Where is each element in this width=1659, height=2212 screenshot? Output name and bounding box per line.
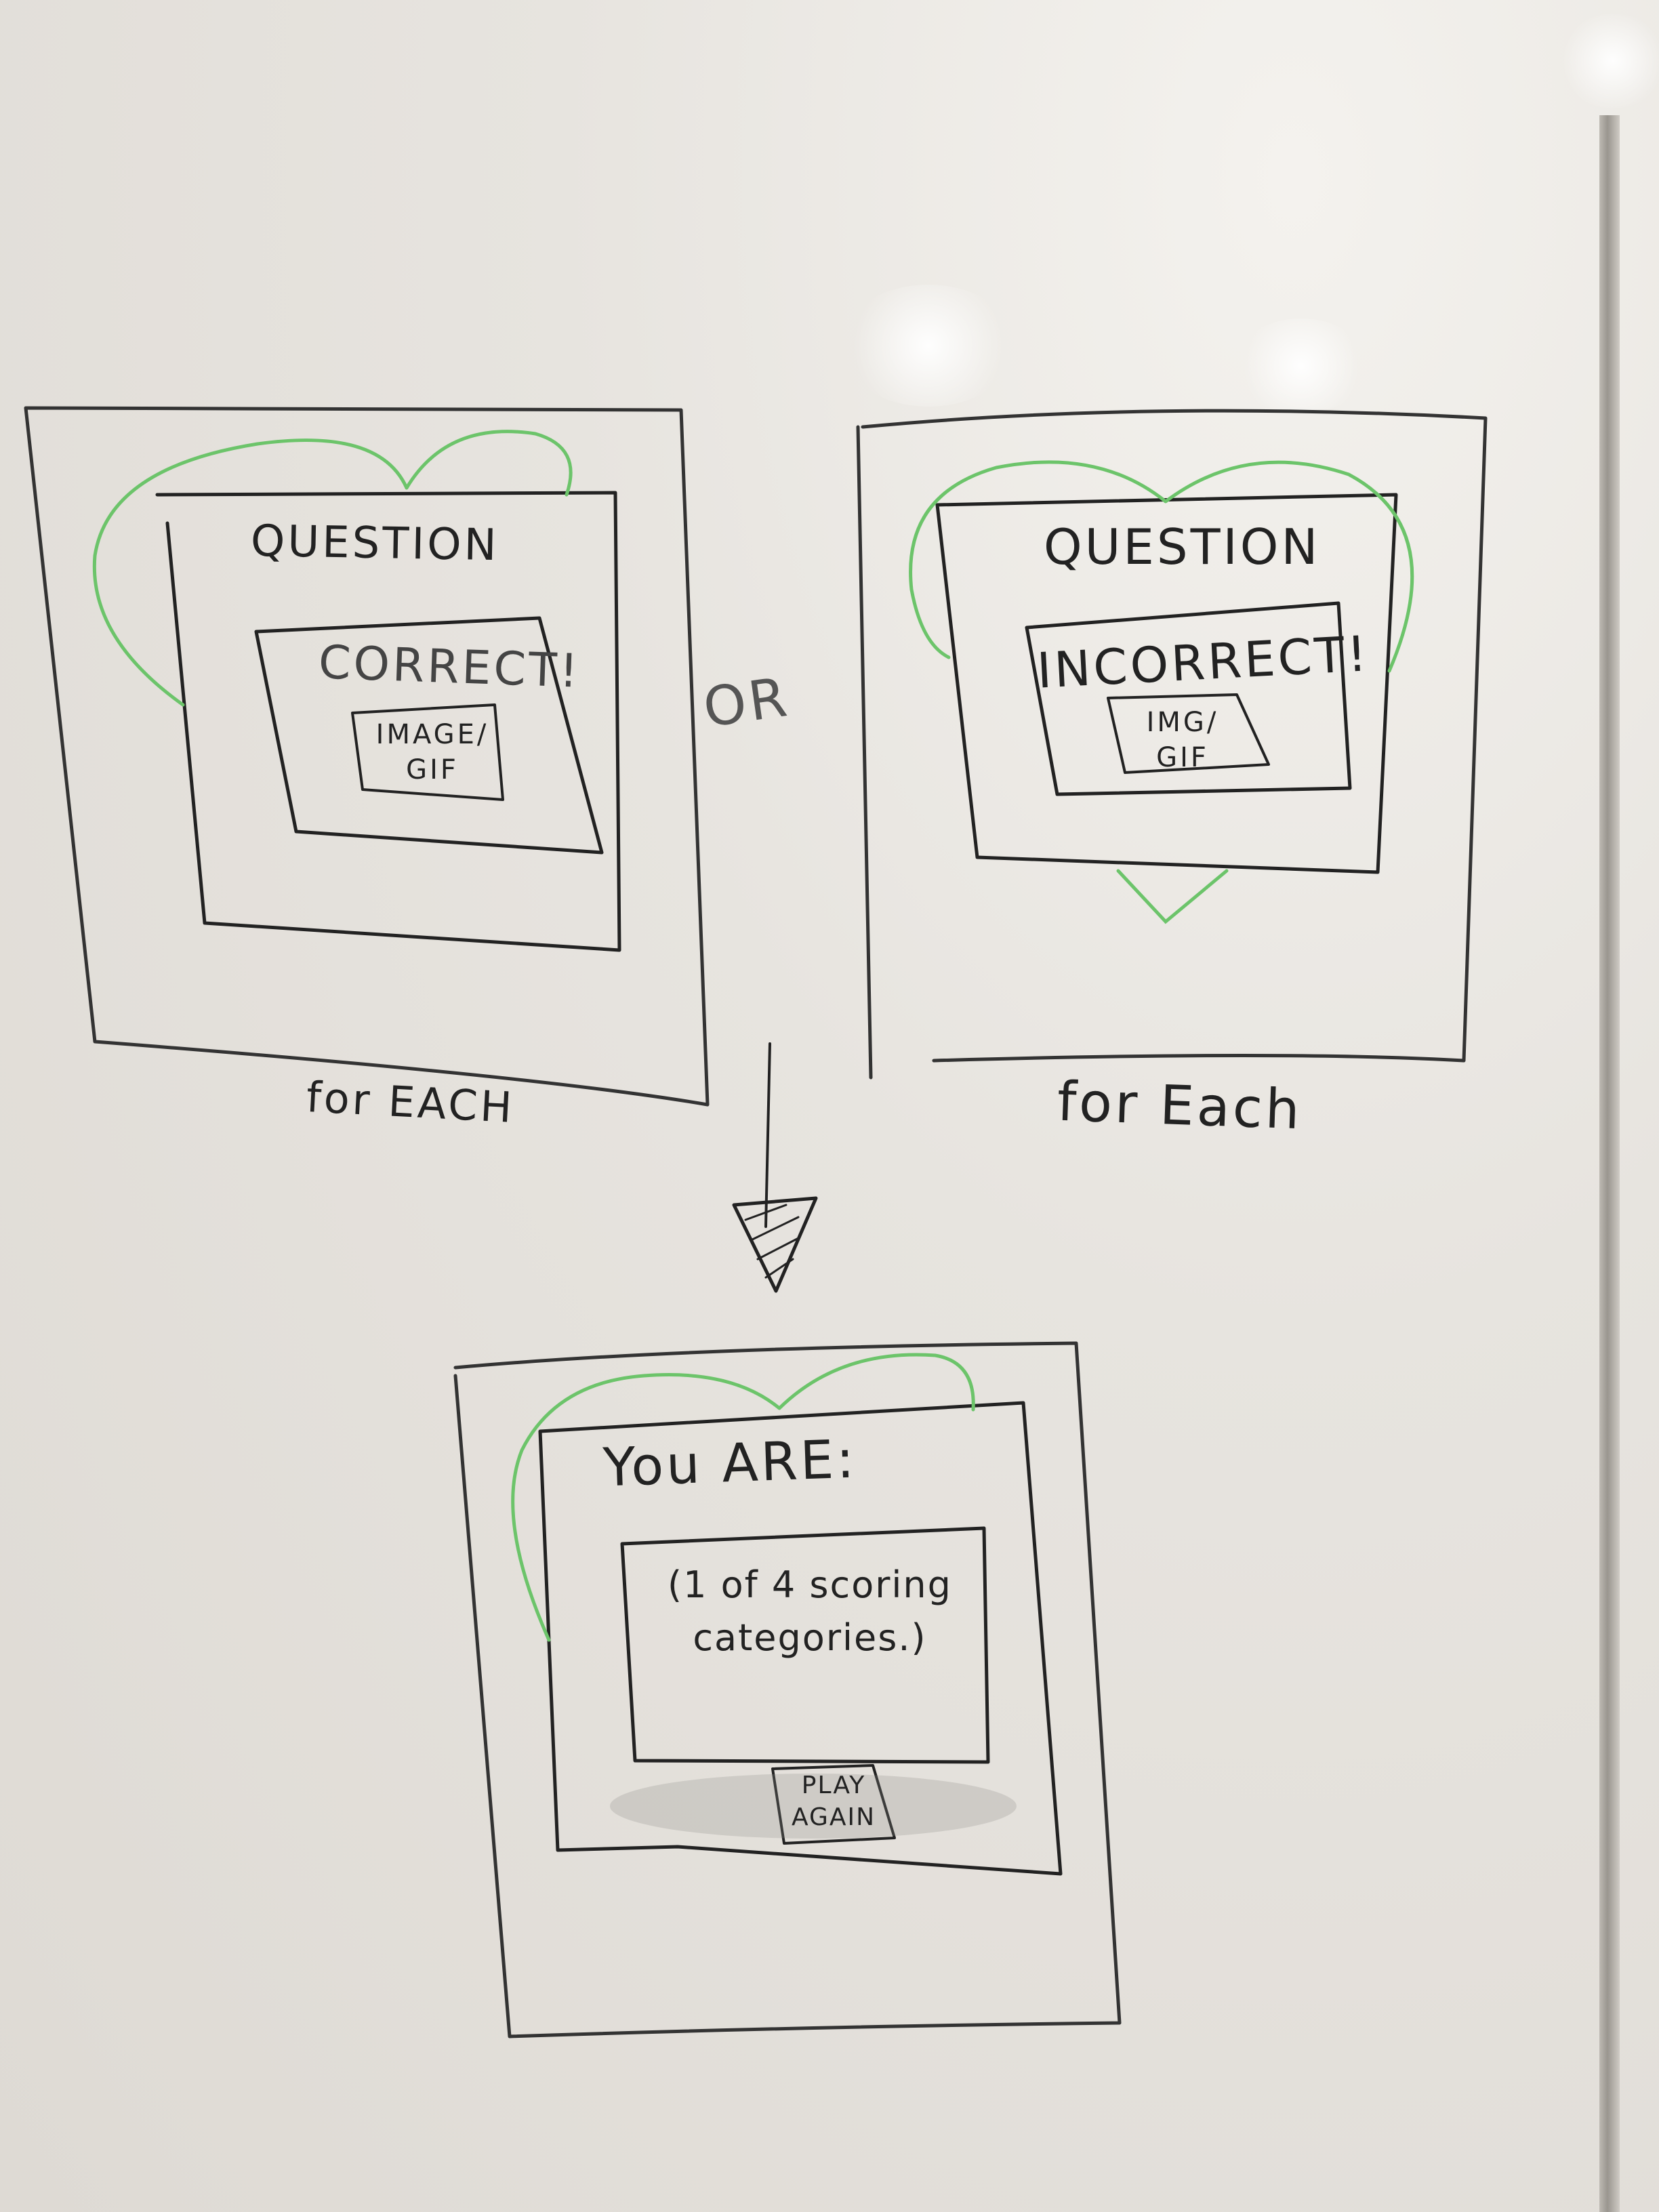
correct-media-label: IMAGE/ GIF: [371, 717, 493, 787]
correct-feedback-panel: [254, 616, 604, 855]
light-glare: [1233, 319, 1369, 413]
incorrect-question-title: QUESTION: [1044, 518, 1321, 575]
play-again-line-1: PLAY: [801, 1771, 866, 1799]
green-heart-left: [92, 430, 573, 707]
flow-arrow-head: [732, 1196, 818, 1293]
play-again-line-2: AGAIN: [791, 1803, 876, 1831]
correct-media-line-1: IMAGE/: [375, 719, 489, 750]
correct-question-title: QUESTION: [250, 516, 500, 571]
result-body-line-1: (1 of 4 scoring: [668, 1563, 952, 1606]
incorrect-feedback-panel: [1025, 601, 1352, 796]
incorrect-media-label: IMG/ GIF: [1125, 705, 1240, 775]
play-again-outline: [771, 1764, 896, 1845]
flow-arrow-line: [764, 1042, 771, 1228]
incorrect-caption: for Each: [1056, 1069, 1304, 1142]
incorrect-media-line-2: GIF: [1156, 742, 1209, 773]
result-screen-outer-frame: [453, 1341, 1122, 2039]
light-glare: [840, 285, 1017, 407]
incorrect-media-line-1: IMG/: [1146, 707, 1219, 738]
result-body: (1 of 4 scoring categories.): [647, 1559, 972, 1665]
correct-screen-inner-frame: [155, 491, 621, 952]
incorrect-screen-outer-frame: [856, 409, 1488, 1080]
result-screen-inner-frame: [538, 1401, 1063, 1876]
green-heart-bottom: [511, 1353, 975, 1642]
correct-media-line-2: GIF: [406, 754, 459, 785]
incorrect-media-box: [1107, 693, 1270, 774]
eraser-smudge: [610, 1774, 1017, 1839]
whiteboard-frame: [1599, 115, 1620, 2212]
or-label: OR: [699, 665, 794, 740]
incorrect-screen-inner-frame: [935, 493, 1398, 874]
light-glare: [1559, 14, 1659, 108]
play-again-button[interactable]: PLAY AGAIN: [779, 1770, 888, 1834]
correct-screen-outer-frame: [24, 406, 710, 1107]
result-heading: You ARE:: [602, 1429, 858, 1499]
flow-arrow-hatch: [744, 1204, 801, 1279]
green-heart-right: [909, 460, 1414, 924]
correct-feedback-text: CORRECT!: [317, 636, 582, 699]
correct-media-box: [351, 703, 504, 801]
result-body-box: [620, 1526, 990, 1764]
result-body-line-2: categories.): [693, 1616, 927, 1660]
